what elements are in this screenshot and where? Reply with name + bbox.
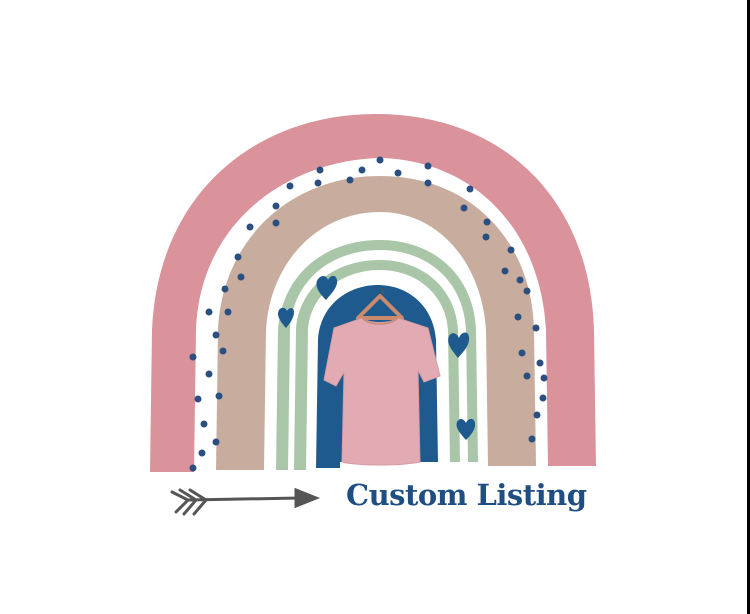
outer-pink-band <box>150 113 596 473</box>
dot-pattern <box>189 156 548 472</box>
heart-icon <box>277 307 294 328</box>
heart-icon <box>448 332 470 358</box>
t-shirt-icon <box>323 317 441 466</box>
tan-band <box>216 176 536 470</box>
heart-icon <box>316 275 338 300</box>
arrow-icon <box>170 487 321 516</box>
custom-listing-title: Custom Listing <box>346 478 587 512</box>
right-edge-border <box>747 0 750 614</box>
hanger-icon <box>356 287 404 320</box>
heart-icon <box>456 418 476 440</box>
